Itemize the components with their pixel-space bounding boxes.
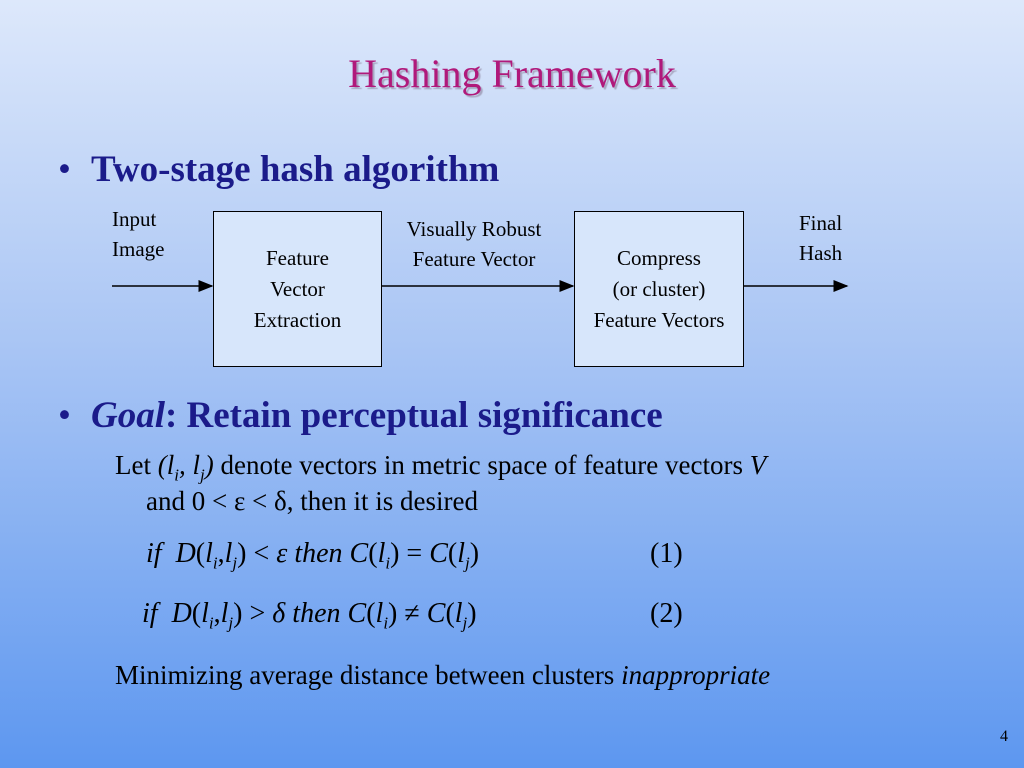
- conclusion-line: Minimizing average distance between clus…: [115, 660, 771, 690]
- compress-box: Compress (or cluster) Feature Vectors: [574, 211, 744, 367]
- description-line2: and 0 < ε < δ, then it is desired: [146, 486, 478, 516]
- bullet-dot: •: [58, 149, 71, 190]
- input-image-label: Input Image: [112, 207, 165, 261]
- equation-2-number: (2): [650, 598, 683, 629]
- bullet-two-stage: • Two-stage hash algorithm: [58, 148, 499, 191]
- equation-1-number: (1): [650, 538, 683, 569]
- page-number: 4: [1000, 728, 1008, 745]
- robust-vector-label: Visually Robust Feature Vector: [406, 217, 542, 271]
- goal-word: Goal: [90, 395, 165, 436]
- bullet-two-stage-text: Two-stage hash algorithm: [90, 149, 500, 190]
- slide-title: Hashing Framework: [348, 51, 676, 96]
- equation-1: if D(li,lj) < ε then C(li) = C(lj): [146, 538, 480, 573]
- final-hash-label: Final Hash: [799, 211, 843, 265]
- description-line1: Let (li, lj) denote vectors in metric sp…: [115, 450, 767, 485]
- bullet-goal: • Goal: Retain perceptual significance: [58, 394, 663, 437]
- goal-rest: : Retain perceptual significance: [164, 395, 663, 436]
- equation-2: if D(li,lj) > δ then C(li) ≠ C(lj): [142, 598, 477, 633]
- bullet-dot: •: [58, 395, 71, 436]
- feature-extraction-box: Feature Vector Extraction: [213, 211, 382, 367]
